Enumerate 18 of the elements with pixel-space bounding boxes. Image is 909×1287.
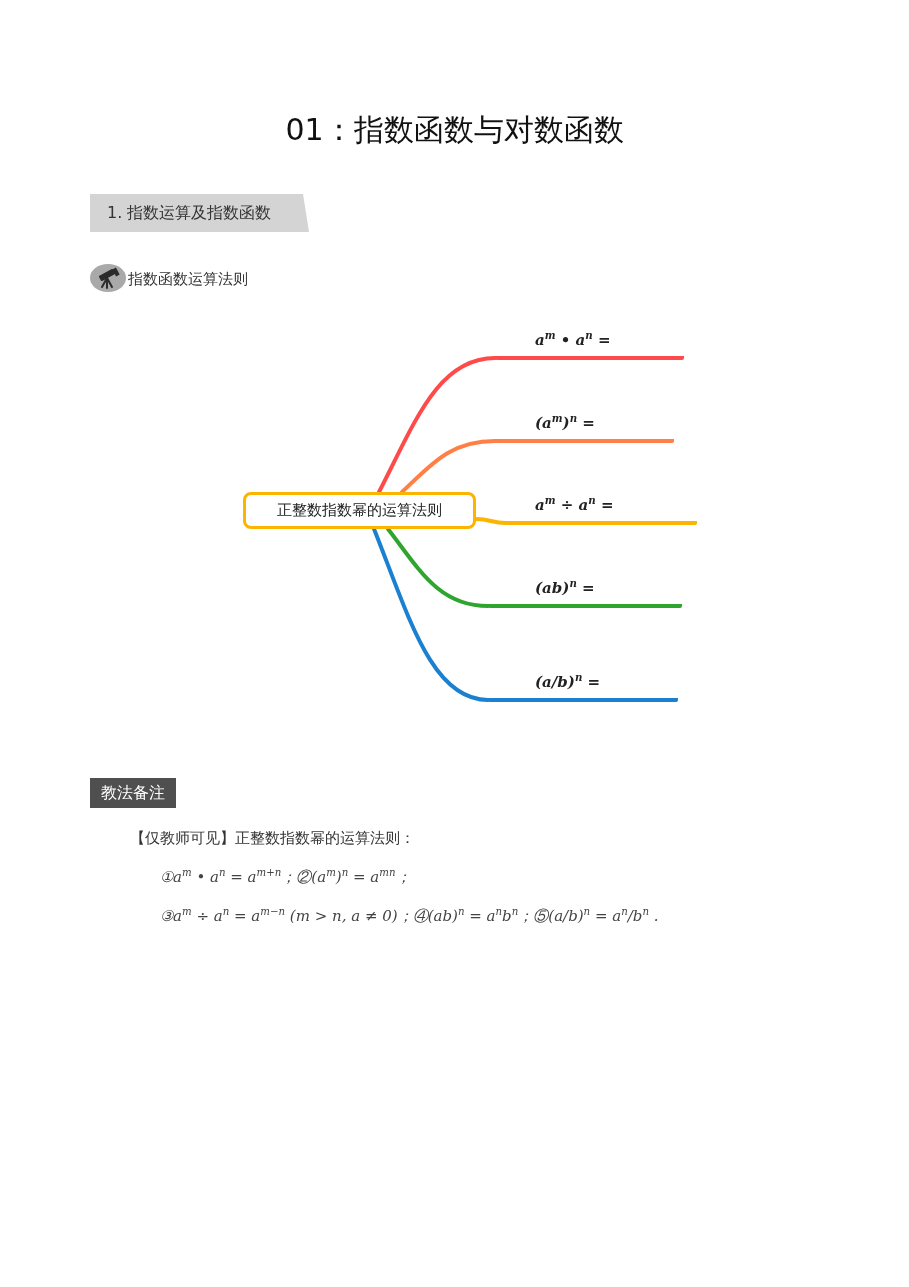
branch-line	[400, 439, 497, 494]
branch-line	[386, 527, 490, 608]
section-band: 1. 指数运算及指数函数	[90, 194, 309, 232]
branch-topic: a$^{m}$ • a$^{n}$ =	[495, 324, 684, 360]
formula-line: ③a$^{m}$ ÷ a$^{n}$ = a$^{m−n}$ (m > n, a ≠ 0)；④(ab)$^{n}$ = a$^{n}$b$^{n}$；⑤(a/b)$^{n}$ = a$^{n}$/b$^{n}$ .	[160, 905, 659, 927]
formula-line: ①a$^{m}$ • a$^{n}$ = a$^{m+n}$；②(a$^{m}$)$^{n}$ = a$^{mn}$；	[160, 866, 411, 888]
branch-topic: (a/b)$^{n}$ =	[488, 666, 678, 702]
branch-line	[377, 356, 497, 494]
title: 01：指数函数与对数函数	[284, 111, 625, 149]
branch-topic: a$^{m}$ ÷ a$^{n}$ =	[506, 489, 697, 525]
subheading: 指数函数运算法则	[128, 269, 248, 290]
branch-line	[474, 517, 508, 525]
notes-tab: 教法备注	[90, 778, 176, 808]
branch-topic: (a$^{m}$)$^{n}$ =	[495, 407, 674, 443]
branch-topic: (ab)$^{n}$ =	[488, 572, 682, 608]
note-text: 【仅教师可见】正整数指数幂的运算法则：	[130, 828, 415, 849]
branch-line	[372, 527, 490, 702]
central-topic-box: 正整数指数幂的运算法则	[243, 492, 476, 529]
